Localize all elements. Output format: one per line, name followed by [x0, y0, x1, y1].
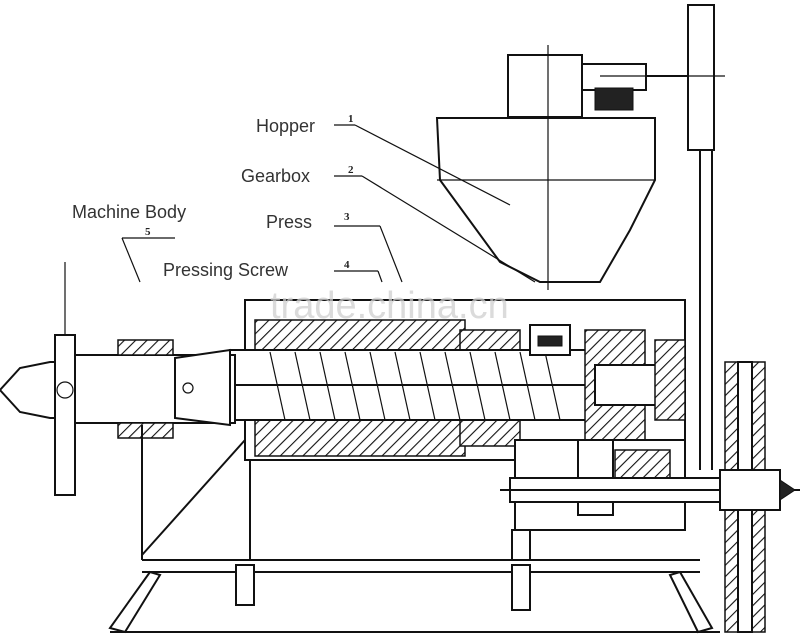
top-drive — [507, 4, 725, 151]
label-hopper: Hopper — [256, 116, 315, 136]
press-body — [229, 299, 686, 461]
number-gearbox: 2 — [348, 164, 354, 176]
number-machine-body: 5 — [145, 226, 151, 238]
number-pressing-screw: 4 — [344, 259, 350, 271]
left-shaft — [0, 262, 236, 496]
label-press: Press — [266, 212, 312, 232]
watermark: trade.china.cn — [270, 285, 509, 327]
leader-lines — [121, 124, 536, 283]
number-hopper: 1 — [348, 113, 354, 125]
frame — [108, 425, 720, 634]
number-press: 3 — [344, 211, 350, 223]
label-machine-body: Machine Body — [72, 202, 186, 222]
hopper-shape — [435, 117, 656, 290]
label-gearbox: Gearbox — [241, 166, 310, 186]
label-pressing-screw: Pressing Screw — [163, 260, 289, 280]
pulley — [719, 361, 796, 633]
gearbox-lower — [500, 439, 800, 531]
